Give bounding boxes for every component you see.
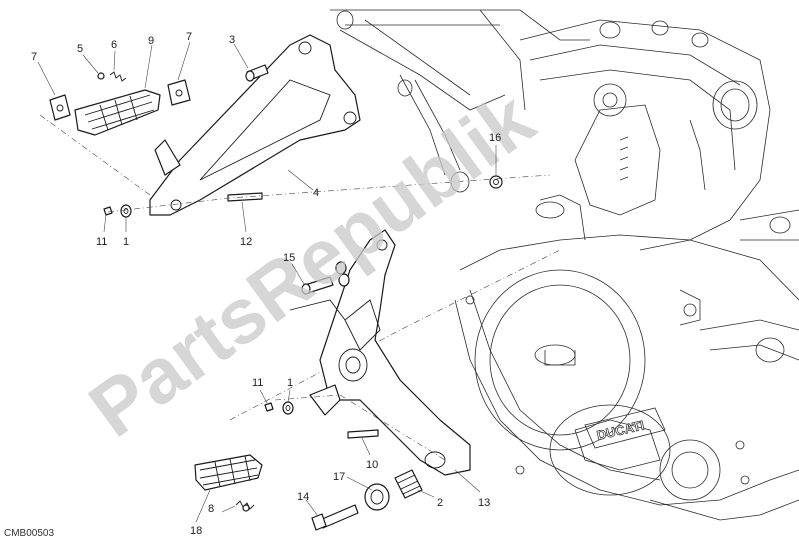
callout-12: 12 [240,236,252,248]
callout-1-upper: 1 [123,236,129,248]
callout-7-right: 7 [186,31,192,43]
detent-ball [97,72,105,80]
engine-and-frame: DUCATI [229,9,799,521]
nut-11-lower [264,402,274,412]
bolt-14 [311,504,359,531]
bolt-15 [301,261,350,295]
callout-3: 3 [229,34,235,46]
callout-17: 17 [333,471,345,483]
callout-11-lower: 11 [252,377,263,389]
pin-12 [227,192,263,202]
return-spring [235,500,255,512]
detent-spring [109,71,127,82]
bushing-17 [364,483,390,511]
callout-6: 6 [111,39,117,51]
shim-plate-right [167,79,191,106]
drawing-code: CMB00503 [4,528,54,539]
callout-13: 13 [478,497,490,509]
callout-leaders [37,41,497,523]
washer-1-lower [282,401,294,415]
pin-10 [347,429,379,439]
callout-5: 5 [77,43,83,55]
callout-4: 4 [313,187,319,199]
washer-1-upper [120,204,132,218]
callout-1-lower: 1 [287,377,293,389]
callout-11-upper: 11 [96,236,107,248]
rear-footpeg-bracket [149,34,361,216]
callout-10: 10 [366,459,378,471]
callout-2: 2 [437,497,443,509]
engine-brand-label: DUCATI [595,417,645,442]
callout-labels: 7 5 6 9 7 3 11 1 4 12 16 15 11 1 10 13 2… [31,31,501,537]
callout-16: 16 [489,132,501,144]
shim-plate-left [49,94,71,121]
nut-11-upper [103,206,113,216]
callout-7-left: 7 [31,51,37,63]
callout-8: 8 [208,503,214,515]
rider-footpeg [194,454,263,491]
callout-18: 18 [190,525,202,537]
rubber-bushing-2 [394,469,423,499]
bolt-3 [245,64,269,82]
callout-15: 15 [283,252,295,264]
callout-9: 9 [148,35,154,47]
rear-footpeg [74,89,161,136]
callout-14: 14 [297,491,309,503]
